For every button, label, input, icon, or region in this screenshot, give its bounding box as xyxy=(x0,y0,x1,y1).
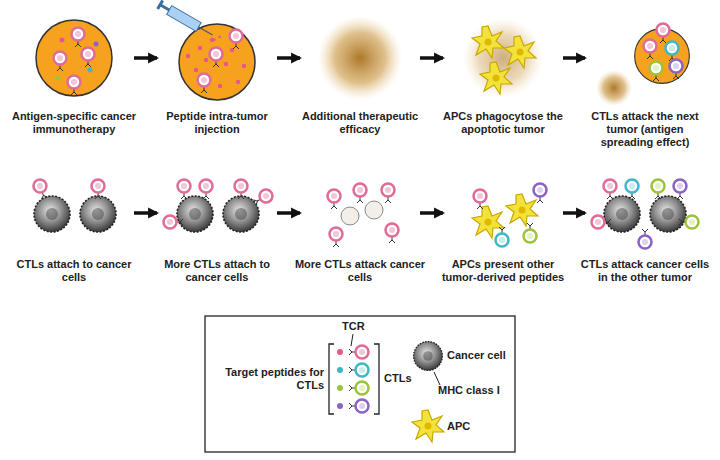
flow-arrow xyxy=(420,56,443,60)
legend-text: Cancer cell xyxy=(447,349,506,362)
step-caption: CTLs attach to cancer cells xyxy=(8,258,140,284)
step-panel: CTLs attack cancer cells in the other tu… xyxy=(597,170,693,256)
flow-arrow xyxy=(134,56,157,60)
step-panel: Antigen-specific cancer immunotherapy xyxy=(26,8,122,108)
flow-arrow xyxy=(420,211,443,215)
step-panel: CTLs attack the next tumor (antigen spre… xyxy=(597,8,693,108)
step-panel: Peptide intra-tumor injection xyxy=(169,8,265,108)
callout-label: MHC class I xyxy=(438,384,500,397)
step-caption: APCs phagocytose the apoptotic tumor xyxy=(437,110,569,136)
flow-arrow xyxy=(563,56,585,60)
step-panel: CTLs attach to cancer cells xyxy=(26,170,122,256)
apc-presentation-figure xyxy=(472,184,547,247)
legend-text: APC xyxy=(447,420,470,433)
step-panel: APCs phagocytose the apoptotic tumor xyxy=(455,8,551,108)
step-caption: Additional therapeutic efficacy xyxy=(294,110,426,136)
callout-label: TCR xyxy=(342,320,365,333)
ctl-cell-figure xyxy=(32,178,116,232)
flow-arrow xyxy=(563,211,585,215)
tumor-injection-figure xyxy=(156,0,255,100)
flow-arrow xyxy=(134,211,157,215)
step-caption: Antigen-specific cancer immunotherapy xyxy=(8,110,140,136)
legend-text: Target peptides for CTLs xyxy=(214,366,324,392)
legend-text: CTLs xyxy=(384,372,412,385)
ctl-attack-figure xyxy=(328,184,399,248)
ctl-cell-figure xyxy=(592,180,699,249)
next-tumor-figure xyxy=(596,24,689,107)
flow-arrow xyxy=(277,211,300,215)
step-caption: CTLs attack cancer cells in the other tu… xyxy=(579,258,711,284)
apoptotic-tumor-figure xyxy=(318,16,402,100)
step-panel: APCs present other tumor-derived peptide… xyxy=(455,170,551,256)
ctl-cell-figure xyxy=(164,180,275,233)
step-caption: CTLs attack the next tumor (antigen spre… xyxy=(579,110,711,150)
step-caption: More CTLs attach to cancer cells xyxy=(151,258,283,284)
step-panel: More CTLs attach to cancer cells xyxy=(169,170,265,256)
apc-phagocytosis-figure xyxy=(463,18,543,98)
flow-arrow xyxy=(277,56,300,60)
legend-box xyxy=(205,316,515,452)
syringe xyxy=(156,0,222,43)
step-caption: More CTLs attack cancer cells xyxy=(294,258,426,284)
step-panel: Additional therapeutic efficacy xyxy=(312,8,408,108)
step-panel: More CTLs attack cancer cells xyxy=(312,170,408,256)
tumor-figure xyxy=(36,20,112,96)
step-caption: APCs present other tumor-derived peptide… xyxy=(437,258,569,284)
step-caption: Peptide intra-tumor injection xyxy=(151,110,283,136)
